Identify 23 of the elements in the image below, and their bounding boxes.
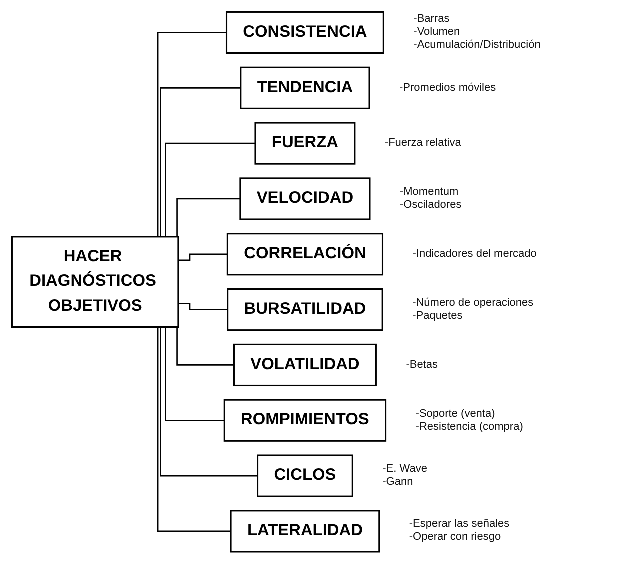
note-text: -Betas — [406, 358, 438, 372]
connector — [178, 254, 228, 262]
note-text: -Barras -Volumen -Acumulación/Distribución — [414, 13, 541, 52]
connector — [178, 303, 228, 310]
note-text: -Esperar las señales -Operar con riesgo — [409, 518, 510, 544]
node-box — [254, 122, 356, 165]
note-text: -Momentum -Osciladores — [400, 186, 462, 212]
node-box — [230, 510, 380, 553]
node-box — [226, 233, 384, 276]
node-box — [257, 454, 354, 498]
node-box — [240, 66, 370, 110]
node-box — [226, 11, 384, 54]
note-text: -Promedios móviles — [400, 82, 496, 95]
note-text: -Fuerza relativa — [384, 137, 462, 150]
node-box — [11, 236, 180, 328]
note-text: -E. Wave -Gann — [382, 463, 428, 490]
node-box — [224, 399, 387, 442]
node-box — [233, 344, 377, 386]
node-box — [227, 288, 384, 332]
node-box — [240, 178, 371, 220]
note-text: -Soporte (venta) -Resistencia (compra) — [416, 408, 524, 434]
note-text: -Indicadores del mercado — [412, 248, 537, 261]
note-text: -Número de operaciones -Paquetes — [412, 296, 534, 323]
